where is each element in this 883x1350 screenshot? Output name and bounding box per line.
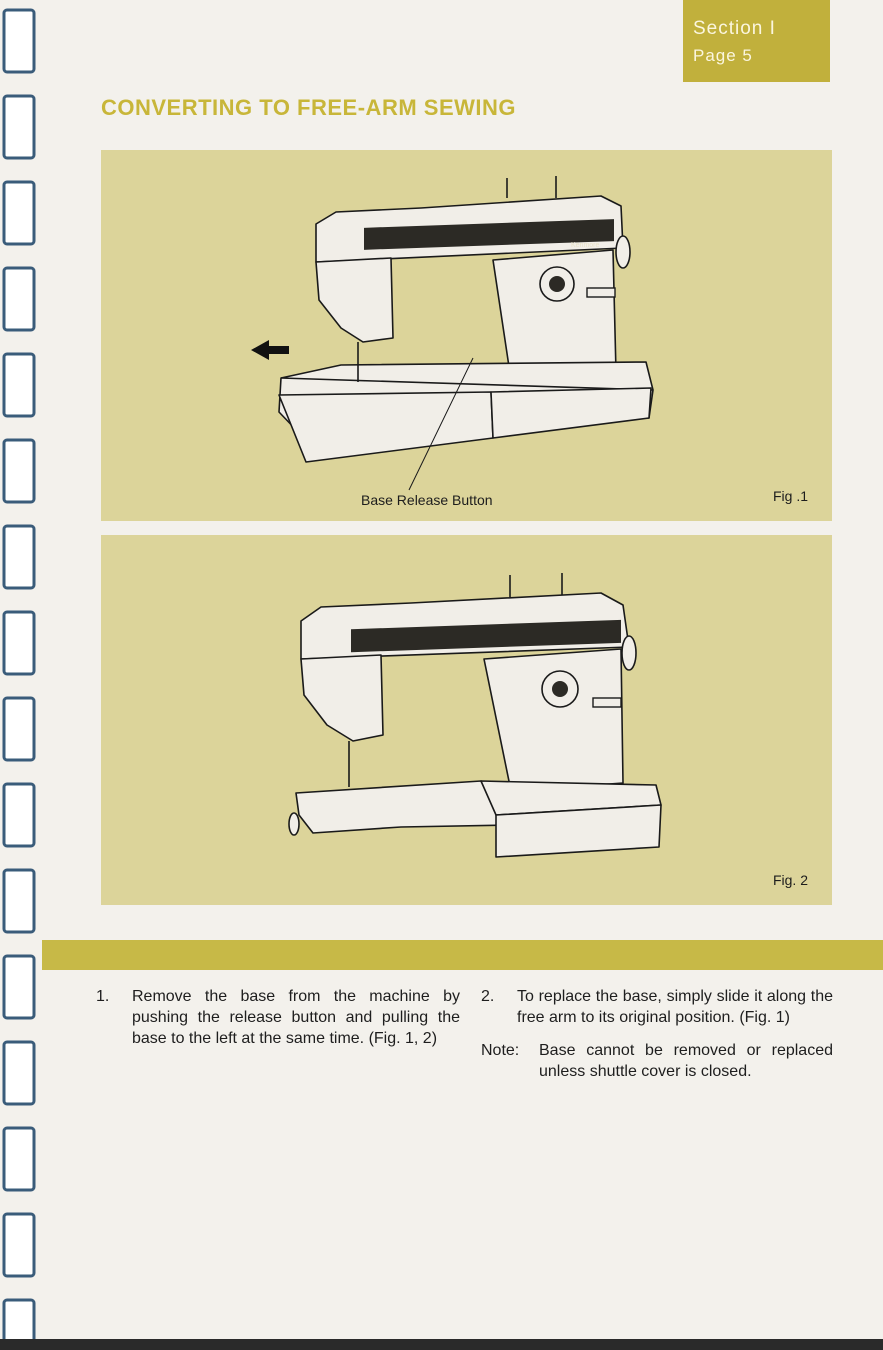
- spiral-ring: [2, 868, 36, 934]
- spiral-ring: [2, 954, 36, 1020]
- spiral-ring: [2, 610, 36, 676]
- spiral-ring: [2, 438, 36, 504]
- figure-2: Fig. 2: [101, 535, 832, 905]
- step-1: 1. Remove the base from the machine by p…: [96, 986, 460, 1049]
- spiral-ring: [2, 8, 36, 74]
- spiral-ring: [2, 1212, 36, 1278]
- page-label: Page 5: [693, 46, 753, 65]
- note: Note: Base cannot be removed or replaced…: [481, 1040, 833, 1082]
- spiral-ring: [2, 352, 36, 418]
- sewing-machine-illustration-2: [288, 573, 662, 858]
- page-bottom-edge: [0, 1339, 883, 1350]
- spiral-ring: [2, 696, 36, 762]
- step-2: 2. To replace the base, simply slide it …: [481, 986, 833, 1028]
- spiral-ring: [2, 1298, 36, 1350]
- page-title: CONVERTING TO FREE-ARM SEWING: [101, 95, 516, 120]
- base-release-button-callout: Base Release Button: [361, 492, 493, 508]
- spiral-ring: [2, 94, 36, 160]
- spiral-binding: [2, 8, 36, 1350]
- section-tab: Section I Page 5: [683, 0, 830, 82]
- spiral-ring: [2, 266, 36, 332]
- figure-1-label: Fig .1: [772, 488, 808, 504]
- spiral-ring: [2, 180, 36, 246]
- spiral-ring: [2, 1126, 36, 1192]
- section-label: Section I: [693, 18, 776, 39]
- note-text: Base cannot be removed or replaced unles…: [539, 1042, 833, 1080]
- step-2-text: To replace the base, simply slide it alo…: [517, 988, 833, 1026]
- step-1-text: Remove the base from the machine by push…: [132, 988, 460, 1047]
- divider-band: [42, 940, 883, 970]
- note-label: Note:: [481, 1042, 520, 1059]
- spiral-ring: [2, 524, 36, 590]
- brand-text: Kenmore: [571, 242, 600, 249]
- figure-1: Kenmore Base Release Button Fig .1: [101, 150, 832, 521]
- instructions-column-right: 2. To replace the base, simply slide it …: [481, 986, 833, 1082]
- step-2-number: 2.: [481, 988, 495, 1005]
- spiral-ring: [2, 1040, 36, 1106]
- instructions-column-left: 1. Remove the base from the machine by p…: [96, 986, 460, 1061]
- spiral-ring: [2, 782, 36, 848]
- step-1-number: 1.: [96, 988, 110, 1005]
- figure-2-label: Fig. 2: [772, 872, 808, 888]
- sewing-machine-illustration-1: Kenmore: [251, 176, 654, 491]
